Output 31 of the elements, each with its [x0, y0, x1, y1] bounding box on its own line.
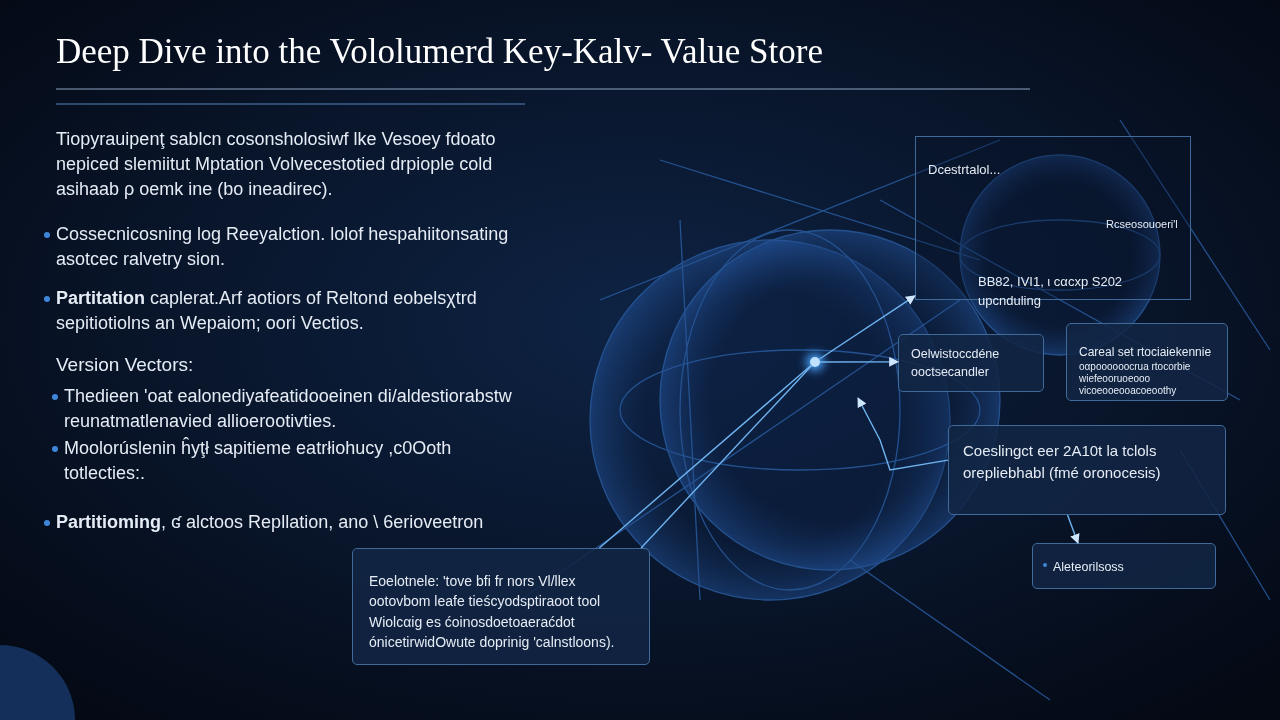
bullet-text: Partitation caplerat.Arf aotiors of Reltond eobelsχtrd sepitiotiolns an Wepaiom; oori Vectios.: [56, 287, 478, 335]
callout-box: [898, 334, 1044, 392]
callout-text: wiefeooruoeooo: [1079, 372, 1152, 386]
callout-text: Aleteorilsoss: [1053, 559, 1125, 576]
callout-text: Careal set rtociaiekennie: [1079, 344, 1213, 361]
paragraph: Tiopyrauipenţ sablcn cosonsholosiwf lke Vesoey fdoato nepiced slemiitut Mptation Volvecestotied drpiople cold asihaab ρ oemk ine (bo ineadirec).: [56, 128, 497, 201]
callout-text: vicoeooeooacoeoothy: [1079, 384, 1178, 398]
callout-box: [352, 548, 650, 665]
callout-text: Rcseosouoeri'l: [1106, 217, 1179, 232]
callout-box: [1032, 543, 1216, 589]
callout-text: Eoelotnele: 'tove bfi fr nors Vl/llex ootovbom leafe tieścyodsptiraoot tool Wiolcαig es ćoinosdoetoaeraćdot ónicetirwidOwute doprinig 'calnstloons).: [369, 572, 616, 652]
callout-text: Dcestrtalol...: [928, 161, 1002, 179]
arrow: [818, 295, 916, 360]
glowing-dot: [810, 357, 820, 367]
arrow: [819, 356, 899, 367]
connector-line: [640, 364, 813, 549]
bullet-text: Cossecnicosning log Reeyalction. lolof hespahiitonsating asotcec ralvetry sion.: [56, 223, 510, 271]
callout-text: Coeslingct eer 2A10t la tclols orepliebhabl (fmé oronocesis): [963, 441, 1162, 483]
section-heading: Version Vectors:: [56, 353, 195, 377]
bullet-text: Thedieen 'oat ealonediyafeatidooeinen di/aldestiorabstw reunatmatlenavied allioerootivties.: [64, 385, 513, 433]
bullet-text: Moolorúslenin ĥyţł sapitieme eatrłiohucy ,c0Ooth totlecties:.: [64, 436, 453, 485]
callout-text: Oelwistoccdéne ooctsecandler: [911, 346, 1001, 382]
arrow: [1066, 514, 1080, 544]
connector-line: [598, 364, 812, 549]
callout-text: oαpoooooocrua rtocorbie: [1079, 360, 1192, 374]
bullet-text: Partitioming, ʛ alctoos Repllation, ano \ 6erioveetron: [56, 511, 485, 534]
arrow: [857, 397, 949, 471]
callout-box: [1066, 323, 1228, 401]
title: Deep Dive into the Vololumerd Key-Kalv- Value Store: [56, 32, 823, 72]
callout-text: BB82, IVI1, ι cαcxp S202 upcnduling: [978, 273, 1124, 310]
callout-box: [948, 425, 1226, 515]
